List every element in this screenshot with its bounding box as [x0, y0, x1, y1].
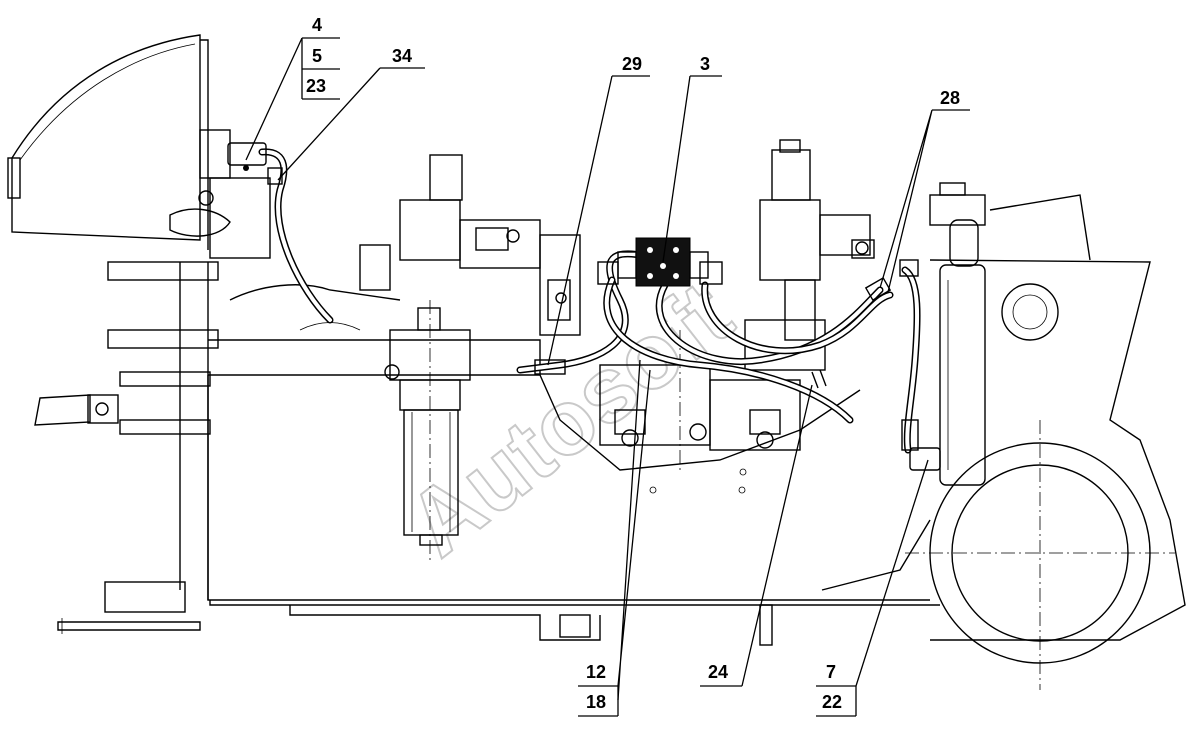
oil-filter: [384, 300, 471, 560]
label-29: 29: [622, 54, 642, 74]
label-24: 24: [708, 662, 728, 682]
left-tank-assembly: [7, 34, 271, 259]
callout-3: 3: [662, 54, 722, 263]
pump-group: [599, 330, 801, 494]
rear-frame: [821, 182, 1186, 641]
callout-4-5-23: 4 5 23: [245, 15, 340, 161]
engine-block-right: [744, 139, 871, 371]
label-18: 18: [586, 692, 606, 712]
callout-28: 28: [879, 88, 970, 293]
label-7: 7: [826, 662, 836, 682]
cooler-tank: [939, 219, 986, 486]
hydraulic-hoses: [258, 148, 921, 454]
label-4: 4: [312, 15, 322, 35]
callouts: 4 5 23 34 29 3 28 12 18: [245, 15, 970, 717]
callout-29: 29: [547, 54, 650, 366]
label-28: 28: [940, 88, 960, 108]
label-22: 22: [822, 692, 842, 712]
label-5: 5: [312, 46, 322, 66]
callout-12-18: 12 18: [578, 359, 651, 717]
callout-24: 24: [700, 384, 813, 687]
callout-7-22: 7 22: [816, 459, 929, 717]
label-23: 23: [306, 76, 326, 96]
label-12: 12: [586, 662, 606, 682]
rear-wheel: [905, 420, 1175, 690]
label-34: 34: [392, 46, 412, 66]
callout-34: 34: [277, 46, 425, 181]
label-3: 3: [700, 54, 710, 74]
engine-block-center: [359, 154, 581, 336]
left-frame: [34, 261, 219, 634]
